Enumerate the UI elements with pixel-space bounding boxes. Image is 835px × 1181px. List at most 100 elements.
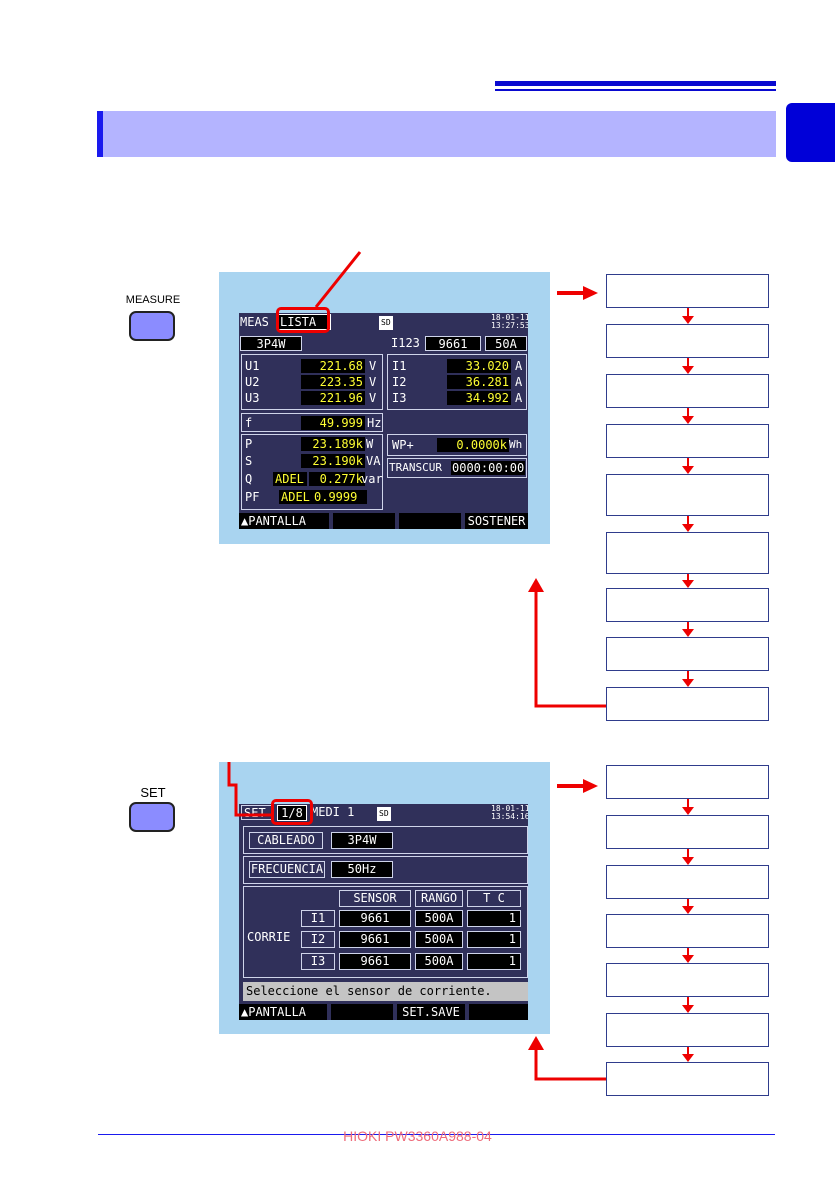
measure-fkey-1-label: PANTALLA <box>248 514 307 528</box>
measure-lcd: MEAS LISTA SD 18-01-11 13:27:53 3P4W I12… <box>239 313 528 529</box>
flow-down-arrow <box>681 458 695 474</box>
freq-value: 49.999 <box>301 416 365 430</box>
energy-label: WP+ <box>392 438 414 452</box>
measure-key[interactable] <box>129 311 175 341</box>
u1-value: 221.68 <box>301 359 365 373</box>
flow-down-arrow <box>681 358 695 374</box>
set-flow-step-4 <box>606 914 769 948</box>
measure-flow-step-8 <box>606 637 769 671</box>
s-unit: VA <box>366 454 381 468</box>
measure-time: 13:27:53 <box>491 321 528 330</box>
i1-label: I1 <box>392 359 407 373</box>
flow-down-arrow <box>681 671 695 687</box>
row-i1-range[interactable]: 500A <box>415 910 463 927</box>
measure-key-label: MEASURE <box>125 294 181 306</box>
u3-label: U3 <box>245 391 260 405</box>
q-unit: var <box>361 472 383 486</box>
measure-clamp-sensor: 9661 <box>425 336 481 351</box>
freq-label: f <box>245 416 253 430</box>
frequency-value[interactable]: 50Hz <box>331 861 393 878</box>
frequency-setting-box <box>243 856 528 884</box>
measure-flow-step-6 <box>606 532 769 574</box>
measure-fkey-1[interactable]: ▲PANTALLA <box>239 513 329 529</box>
header-sensor: SENSOR <box>339 890 411 907</box>
u2-label: U2 <box>245 375 260 389</box>
set-flow-step-3 <box>606 865 769 899</box>
energy-unit: Wh <box>509 438 523 451</box>
freq-unit: Hz <box>367 416 382 430</box>
measure-date: 18-01-11 <box>491 313 528 322</box>
header-rule-thick <box>495 81 776 86</box>
chapter-tab <box>786 103 835 162</box>
row-i3-range[interactable]: 500A <box>415 953 463 970</box>
i2-unit: A <box>515 375 523 389</box>
row-i2-range[interactable]: 500A <box>415 931 463 948</box>
measure-flow-step-3 <box>606 374 769 408</box>
set-tab-medi[interactable]: MEDI 1 <box>311 805 355 819</box>
row-i2-sensor[interactable]: 9661 <box>339 931 411 948</box>
pf-label: PF <box>245 490 260 504</box>
row-i3-ct[interactable]: 1 <box>467 953 521 970</box>
q-prefix: ADEL <box>273 472 307 486</box>
set-fkey-4[interactable] <box>469 1004 528 1020</box>
measure-clamp-range: 50A <box>485 336 527 351</box>
q-label: Q <box>245 472 253 486</box>
measure-flow-step-4 <box>606 424 769 458</box>
flow-down-arrow <box>681 899 695 914</box>
wiring-label: CABLEADO <box>249 832 323 849</box>
u3-value: 221.96 <box>301 391 365 405</box>
wiring-value[interactable]: 3P4W <box>331 832 393 849</box>
measure-tab-lista[interactable]: LISTA <box>277 314 331 330</box>
measure-callout <box>314 251 362 308</box>
measure-loop-arrow <box>528 578 606 708</box>
voltage-box <box>241 354 383 410</box>
flow-down-arrow <box>681 849 695 865</box>
footer-rule <box>98 1134 775 1135</box>
elapsed-box <box>387 458 527 478</box>
q-value: 0.277k <box>309 472 365 486</box>
measure-tab-meas[interactable]: MEAS <box>240 315 269 329</box>
measure-flow-step-1 <box>606 274 769 308</box>
energy-value: 0.0000k <box>437 438 509 452</box>
page-highlight <box>271 799 313 825</box>
set-key-label: SET <box>140 785 166 800</box>
row-i1-channel: I1 <box>301 910 335 927</box>
s-value: 23.190k <box>301 454 365 468</box>
current-sensor-box <box>243 886 528 978</box>
row-i2-ct[interactable]: 1 <box>467 931 521 948</box>
row-i3-sensor[interactable]: 9661 <box>339 953 411 970</box>
i2-value: 36.281 <box>447 375 511 389</box>
hint-bar: Seleccione el sensor de corriente. <box>243 982 528 1001</box>
measure-fkey-3[interactable] <box>399 513 461 529</box>
current-group-label: CORRIE <box>247 930 291 944</box>
measure-fkey-4[interactable]: SOSTENER <box>465 513 528 529</box>
p-value: 23.189k <box>301 437 365 451</box>
i2-label: I2 <box>392 375 407 389</box>
row-i1-sensor[interactable]: 9661 <box>339 910 411 927</box>
set-key[interactable] <box>129 802 175 832</box>
set-tab-page[interactable]: 1/8 <box>277 805 307 821</box>
current-box <box>387 354 527 410</box>
set-entry-arrow <box>557 779 598 793</box>
p-label: P <box>245 437 253 451</box>
header-ct: T C <box>467 890 521 907</box>
set-fkey-1[interactable]: ▲PANTALLA <box>239 1004 327 1020</box>
row-i2-channel: I2 <box>301 931 335 948</box>
s-label: S <box>245 454 253 468</box>
pf-prefix: ADEL <box>279 490 313 504</box>
flow-down-arrow <box>681 948 695 963</box>
set-callout <box>227 762 271 817</box>
u1-unit: V <box>369 359 377 373</box>
row-i1-ct[interactable]: 1 <box>467 910 521 927</box>
set-fkey-3[interactable]: SET.SAVE <box>397 1004 465 1020</box>
flow-down-arrow <box>681 997 695 1013</box>
power-box <box>241 434 383 510</box>
header-range: RANGO <box>415 890 463 907</box>
i1-unit: A <box>515 359 523 373</box>
set-fkey-2[interactable] <box>331 1004 393 1020</box>
set-sd-card-icon: SD <box>377 807 391 821</box>
measure-fkey-2[interactable] <box>333 513 395 529</box>
set-fkey-1-label: PANTALLA <box>248 1005 307 1019</box>
u1-label: U1 <box>245 359 260 373</box>
lista-highlight <box>276 307 330 333</box>
